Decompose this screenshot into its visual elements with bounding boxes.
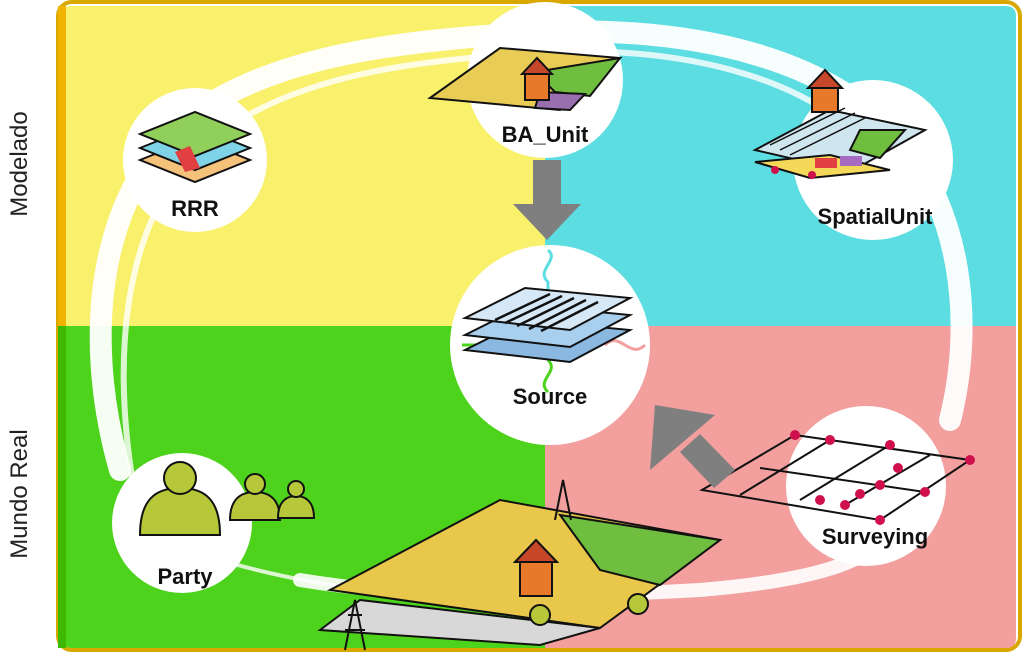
arrow-ba-to-source: [513, 160, 581, 240]
source-icon: [461, 286, 634, 364]
edge-accent-top: [58, 6, 66, 326]
spatialunit-icon: [752, 68, 928, 180]
source-label: Source: [512, 384, 588, 409]
party-icon: [138, 461, 316, 536]
quadrant-yellow: [62, 6, 545, 326]
rrr-icon: [137, 110, 253, 184]
arrow-surveying-to-source: [650, 405, 735, 488]
ba-unit-label: BA_Unit: [501, 122, 589, 147]
modelado-label: Modelado: [6, 111, 33, 217]
surveying-icon: [699, 430, 975, 525]
mundo-real-label: Mundo Real: [6, 429, 33, 559]
ba-unit-icon: [427, 46, 623, 112]
surveying-circle: [786, 406, 946, 566]
rrr-label: RRR: [171, 196, 219, 221]
puzzle-lines: [462, 248, 647, 394]
landscape-icon: [317, 479, 723, 651]
edge-accent-bottom: [58, 326, 66, 648]
spatialunit-label: SpatialUnit: [817, 204, 933, 229]
surveying-label: Surveying: [821, 524, 929, 549]
party-label: Party: [157, 564, 213, 589]
